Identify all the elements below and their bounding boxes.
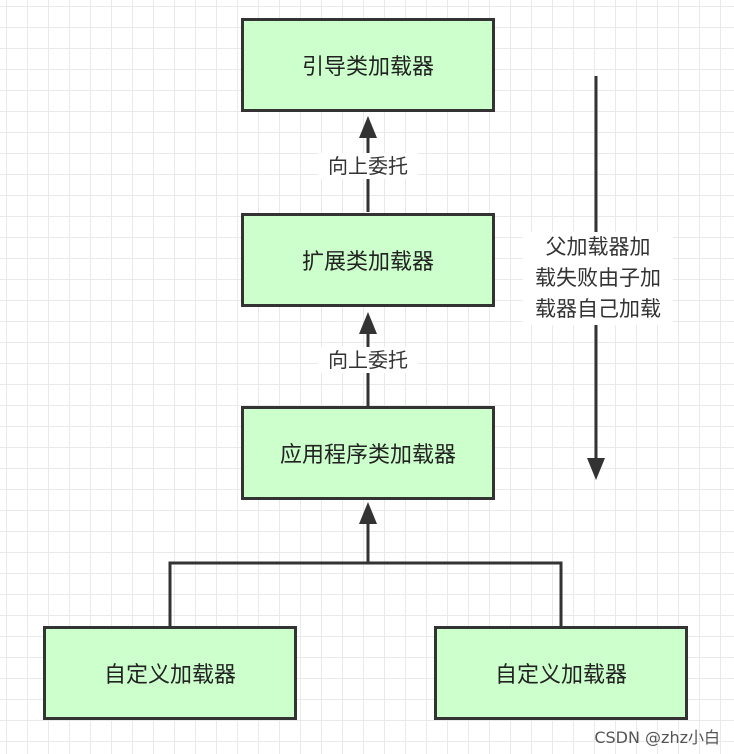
side-note: 父加载器加 载失败由子加 载器自己加载: [523, 232, 673, 325]
edge-label-delegate-lower: 向上委托: [318, 347, 418, 373]
side-note-line-2: 载失败由子加: [535, 266, 661, 290]
side-note-line-3: 载器自己加载: [535, 297, 661, 321]
edge-custom-left-to-application: [168, 561, 368, 626]
node-application-label: 应用程序类加载器: [279, 443, 456, 468]
edge-label-delegate-upper: 向上委托: [318, 153, 418, 179]
edge-custom-right-to-application: [368, 561, 563, 626]
node-custom-right-label: 自定义加载器: [494, 663, 627, 688]
side-note-line-1: 父加载器加: [545, 235, 651, 259]
node-custom-left-label: 自定义加载器: [103, 663, 236, 688]
node-extension-loader: 扩展类加载器: [241, 213, 495, 307]
node-extension-label: 扩展类加载器: [301, 250, 434, 275]
node-bootstrap-label: 引导类加载器: [301, 55, 434, 80]
arrowhead-bootstrap: [359, 116, 377, 138]
node-custom-loader-left: 自定义加载器: [43, 626, 297, 720]
side-downward-arrowhead: [587, 458, 605, 480]
watermark: CSDN @zhz小白: [594, 728, 720, 747]
arrowhead-extension: [359, 312, 377, 334]
arrowhead-application: [359, 502, 377, 524]
node-custom-loader-right: 自定义加载器: [434, 626, 688, 720]
node-bootstrap-loader: 引导类加载器: [241, 18, 495, 112]
node-application-loader: 应用程序类加载器: [241, 406, 495, 500]
